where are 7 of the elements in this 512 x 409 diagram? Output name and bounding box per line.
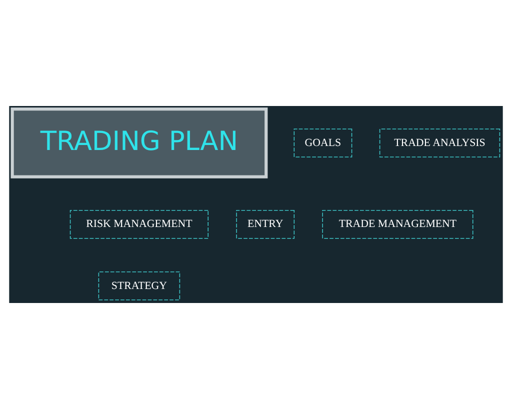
node-box: ENTRY [236, 210, 295, 239]
node-box: TRADE ANALYSIS [379, 128, 500, 158]
node-box: GOALS [294, 128, 352, 158]
node-box: RISK MANAGEMENT [70, 210, 208, 239]
node-box: TRADE MANAGEMENT [322, 210, 474, 239]
node-box: STRATEGY [98, 271, 180, 300]
node-box: TRADING PLAN [10, 108, 268, 178]
